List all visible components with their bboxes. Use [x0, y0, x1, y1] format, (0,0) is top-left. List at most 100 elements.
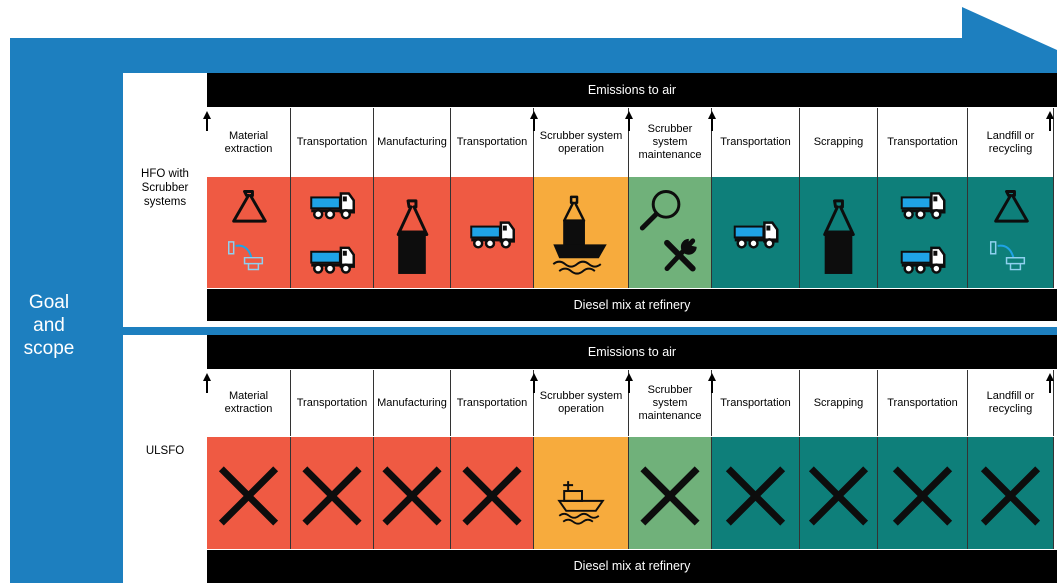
stage-cell — [207, 177, 291, 288]
stage-icons — [552, 195, 607, 275]
stage-label: Transportation — [296, 396, 368, 409]
factory-icon — [396, 199, 429, 274]
stage-icons — [823, 199, 855, 274]
stage-header: Material extraction — [207, 108, 291, 177]
stage-label: Material extraction — [224, 390, 273, 415]
stage-label: Transportation — [720, 396, 791, 409]
panel-hfo-scrubber: HFO with Scrubber systems Emissions to a… — [123, 73, 1057, 327]
scenario-label: ULSFO — [145, 445, 185, 457]
stage-header: Landfill or recycling — [968, 108, 1054, 177]
stage-cell-row — [207, 437, 1057, 549]
tap-icon — [989, 241, 1026, 271]
goal-line: scope — [23, 338, 75, 359]
stage-header: Transportation — [451, 370, 534, 436]
stage-cell — [800, 437, 878, 549]
up-arrow-icon — [1045, 371, 1055, 393]
stage-icons — [640, 466, 700, 526]
stage-header-row: Material extraction Transportation Manufac… — [207, 370, 1057, 436]
diesel-mix-bar: Diesel mix at refinery — [207, 550, 1057, 583]
stage-header: Scrapping — [800, 108, 878, 177]
stage-cell — [451, 177, 534, 288]
stage-cell — [629, 437, 712, 549]
emissions-to-air-bar: Emissions to air — [207, 335, 1057, 369]
stage-cell — [534, 437, 629, 549]
stage-cell — [291, 437, 374, 549]
stage-cell — [878, 437, 968, 549]
stage-cell — [968, 177, 1054, 288]
stage-label: Scrapping — [813, 136, 864, 148]
stage-label: Scrubber system maintenance — [638, 123, 702, 161]
stage-label: Manufacturing — [377, 396, 447, 409]
goal-and-scope-label: Goal and scope — [8, 291, 90, 360]
truck-icon — [470, 221, 515, 249]
stage-icons — [462, 466, 522, 526]
cross-icon — [462, 466, 522, 526]
stage-header: Scrapping — [800, 370, 878, 436]
stage-cell — [534, 177, 629, 288]
cross-icon — [640, 466, 700, 526]
stage-label: Transportation — [887, 396, 958, 409]
cross-icon — [980, 466, 1041, 526]
up-arrow-icon — [529, 109, 539, 131]
stage-icons — [310, 192, 355, 274]
stage-icons — [989, 190, 1029, 271]
stage-cell-row — [207, 177, 1057, 288]
stage-label: Transportation — [887, 136, 958, 148]
stage-label: Transportation — [456, 396, 528, 409]
stage-cell — [374, 177, 451, 288]
stage-label: Transportation — [456, 136, 528, 148]
stage-header: Material extraction — [207, 370, 291, 436]
stage-icons — [639, 190, 697, 272]
stage-cell — [207, 437, 291, 549]
truck-icon — [733, 221, 779, 249]
stage-icons — [382, 466, 442, 526]
stage-icons — [900, 192, 946, 274]
stage-icons — [470, 221, 515, 249]
truck-icon — [900, 246, 946, 274]
stage-header: Transportation — [291, 370, 374, 436]
factory-icon — [823, 199, 855, 274]
stage-header: Manufacturing — [374, 108, 451, 177]
panel-side: HFO with Scrubber systems — [125, 75, 205, 325]
tap-icon — [227, 241, 264, 271]
stage-header: Scrubber system maintenance — [629, 370, 712, 436]
flask-icon — [232, 190, 267, 223]
tools-icon — [664, 238, 697, 272]
ship-outline-icon — [557, 481, 605, 525]
stage-label: Material extraction — [224, 129, 273, 155]
stage-cell — [712, 177, 800, 288]
stage-icons — [396, 199, 429, 274]
stage-icons — [733, 221, 779, 249]
stage-cell — [374, 437, 451, 549]
stage-label: Scrubber system operation — [539, 129, 623, 155]
stage-label: Landfill or recycling — [986, 390, 1035, 415]
truck-icon — [310, 192, 355, 220]
stage-icons — [725, 466, 786, 526]
up-arrow-icon — [529, 371, 539, 393]
panel-side: ULSFO — [125, 337, 205, 581]
magnifier-icon — [639, 190, 681, 231]
stage-cell — [291, 177, 374, 288]
goal-line: Goal — [28, 292, 70, 313]
stage-cell — [451, 437, 534, 549]
up-arrow-icon — [707, 371, 717, 393]
stage-icons — [227, 190, 267, 271]
stage-cell — [878, 177, 968, 288]
cross-icon — [725, 466, 786, 526]
stage-label: Scrapping — [813, 396, 864, 409]
up-arrow-icon — [202, 371, 212, 393]
stage-icons — [302, 466, 362, 526]
cross-icon — [808, 466, 869, 526]
stage-icons — [980, 466, 1041, 526]
cross-icon — [218, 466, 279, 526]
panel-ulsfo: ULSFO Emissions to air Material extracti… — [123, 335, 1057, 583]
stage-cell — [712, 437, 800, 549]
stage-icons — [892, 466, 953, 526]
stage-header: Transportation — [712, 108, 800, 177]
cross-icon — [382, 466, 442, 526]
up-arrow-icon — [624, 371, 634, 393]
stage-icons — [557, 481, 605, 525]
stage-header: Transportation — [291, 108, 374, 177]
stage-cell — [968, 437, 1054, 549]
truck-icon — [310, 246, 355, 274]
